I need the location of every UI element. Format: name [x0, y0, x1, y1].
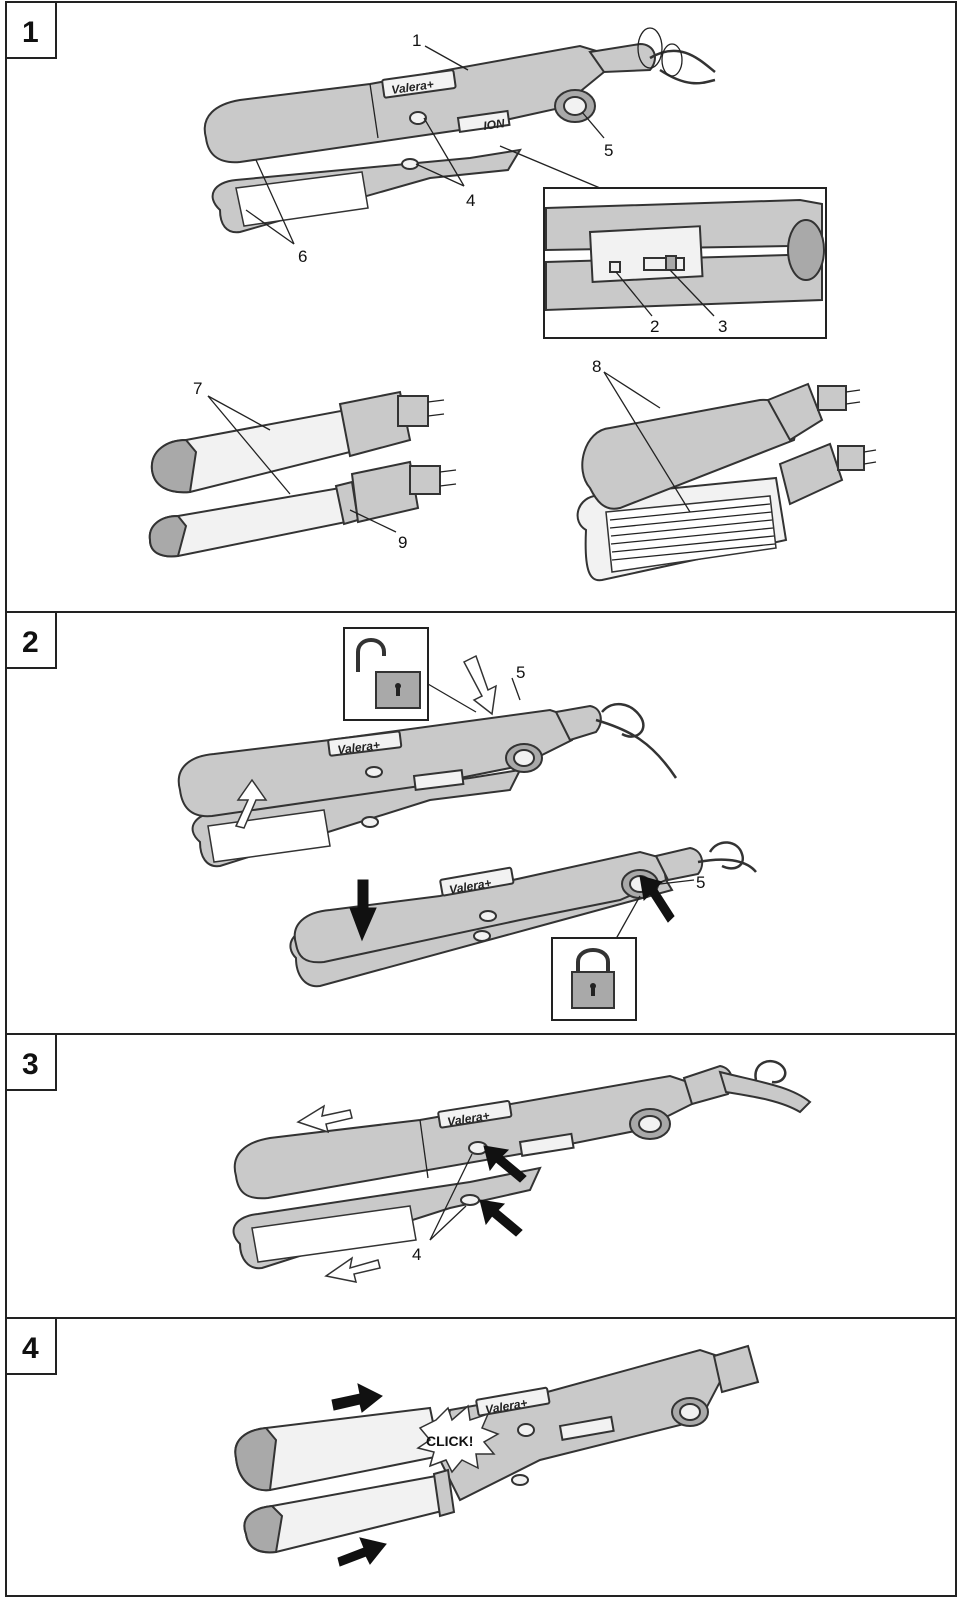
unlocked-padlock-box — [343, 627, 429, 721]
straightener-detach: Valera+ — [232, 1060, 812, 1270]
swivel-cord — [649, 49, 716, 85]
indicator-light — [609, 261, 621, 273]
arrow-detach-upper-icon — [296, 1104, 353, 1134]
arrow-open-icon — [234, 778, 268, 829]
callout-7: 7 — [193, 379, 202, 398]
panel-1-number: 1 — [22, 16, 39, 49]
panel-1-number-box — [5, 1, 57, 59]
arrow-insert-upper-icon — [331, 1383, 383, 1413]
panel-2-number-box — [5, 611, 57, 669]
panel-2-callout-5-bottom: 5 — [696, 873, 705, 892]
callout-9: 9 — [398, 533, 407, 552]
panel-2-brand-label: Valera+ — [337, 738, 381, 757]
crimping-attachments: 8 — [576, 357, 877, 582]
callout-4: 4 — [466, 191, 475, 210]
callout-2: 2 — [650, 317, 659, 336]
release-button-lower — [401, 158, 419, 170]
callout-3: 3 — [718, 317, 727, 336]
panel-3-callout-4: 4 — [412, 1245, 421, 1264]
curling-attachments: 7 9 — [148, 379, 457, 558]
panel-1: 1 Valera+ ION 1 — [5, 1, 877, 582]
panel-4: 4 Valera+ CLICK! — [5, 1317, 760, 1567]
straightener-closed: Valera+ — [289, 841, 757, 988]
ion-label: ION — [482, 116, 505, 133]
brand-plate — [381, 69, 457, 99]
click-label: CLICK! — [426, 1433, 473, 1449]
arrow-press-icon — [462, 654, 497, 716]
panel-2-number: 2 — [22, 626, 39, 659]
straightener-open: Valera+ — [177, 703, 678, 868]
panel-3-number-box — [5, 1033, 57, 1091]
ion-switch — [456, 109, 511, 133]
panel-2: 2 Valera+ — [5, 611, 757, 1021]
panel-3: 3 Valera+ 4 — [5, 1033, 812, 1283]
arrow-close-icon — [349, 879, 377, 942]
detail-inset: 2 3 — [543, 187, 827, 339]
callout-1: 1 — [412, 31, 421, 50]
panel-4-number-box — [5, 1317, 57, 1375]
arrow-press-lower-icon — [479, 1199, 523, 1237]
panel-2-callout-5-top: 5 — [516, 663, 525, 682]
release-button-upper — [409, 111, 427, 125]
panel-3-release-lower — [460, 1194, 480, 1206]
arrow-press-upper-icon — [483, 1145, 527, 1183]
crimp-plate — [605, 495, 777, 573]
click-burst: CLICK! — [416, 1404, 500, 1474]
ion-slide-switch — [643, 257, 685, 271]
brand-label: Valera+ — [390, 77, 434, 97]
sheet-border — [5, 1, 957, 1597]
callout-6: 6 — [298, 247, 307, 266]
arrow-insert-lower-icon — [337, 1537, 387, 1567]
locked-padlock-box — [551, 937, 637, 1021]
detail-switch-housing — [588, 225, 704, 283]
callout-8: 8 — [592, 357, 601, 376]
arrow-lock-icon — [639, 875, 675, 923]
panel-3-number: 3 — [22, 1048, 39, 1081]
straightener-main: Valera+ ION — [203, 27, 716, 234]
arrow-detach-lower-icon — [324, 1256, 381, 1283]
panel-3-brand-label: Valera+ — [446, 1108, 490, 1128]
panel-4-number: 4 — [22, 1332, 39, 1365]
callout-5: 5 — [604, 141, 613, 160]
straightener-attach: Valera+ — [234, 1344, 760, 1554]
